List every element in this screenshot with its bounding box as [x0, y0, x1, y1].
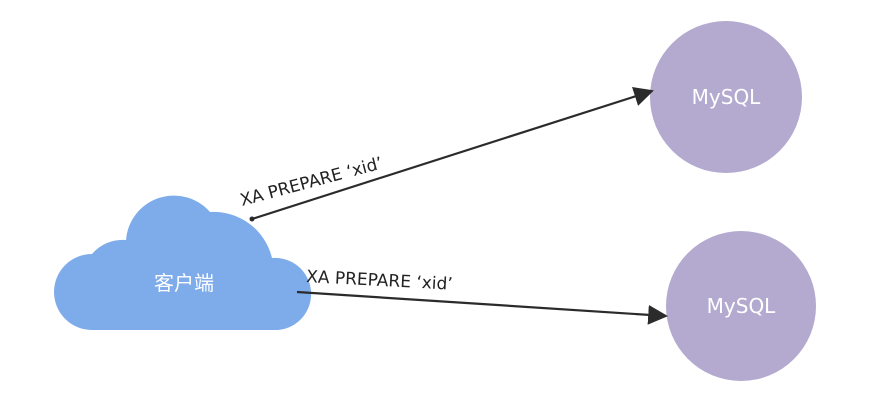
edge-top-label: XA PREPARE ‘xid’ [238, 154, 385, 211]
mysql-bottom-circle [666, 231, 816, 381]
edge-bottom-label: XA PREPARE ‘xid’ [306, 267, 453, 295]
mysql-top-node: MySQL [650, 21, 802, 173]
client-label: 客户端 [154, 271, 214, 295]
mysql-bottom-label: MySQL [707, 294, 777, 318]
edge-top-arrow [251, 87, 654, 221]
mysql-top-label: MySQL [692, 85, 762, 109]
client-cloud-node: 客户端 [54, 195, 312, 330]
edge-client-to-mysql-top: XA PREPARE ‘xid’ [238, 87, 654, 222]
mysql-top-circle [650, 21, 802, 173]
mysql-bottom-node: MySQL [666, 231, 816, 381]
edge-client-to-mysql-bottom: XA PREPARE ‘xid’ [296, 267, 668, 325]
edge-bottom-arrow [296, 290, 668, 325]
cloud-shape [54, 195, 312, 330]
